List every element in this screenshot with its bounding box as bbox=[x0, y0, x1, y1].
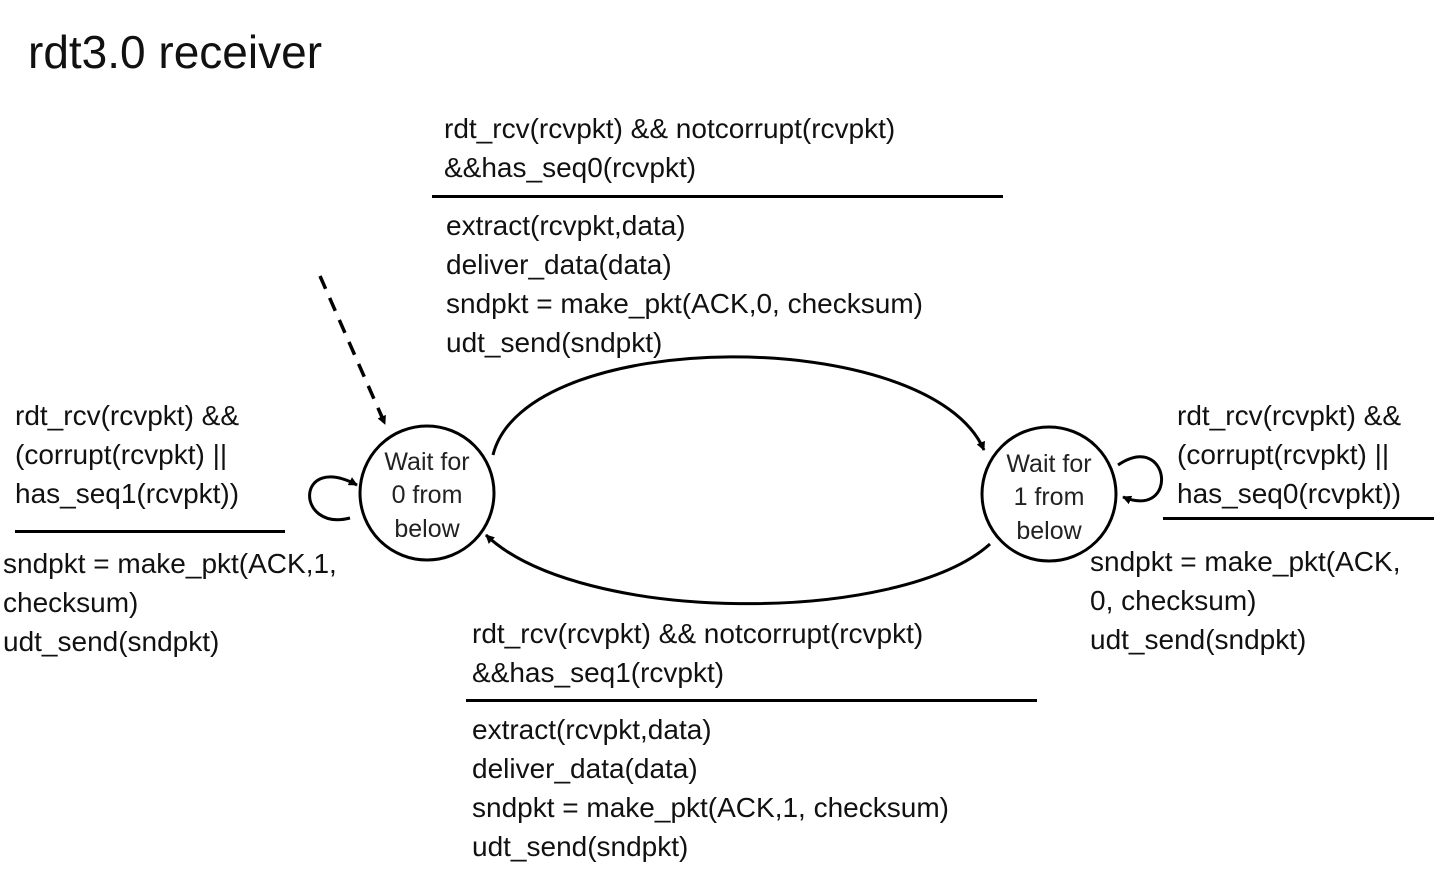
action-line: deliver_data(data) bbox=[446, 249, 672, 280]
condition-line: has_seq1(rcvpkt)) bbox=[15, 478, 240, 509]
condition-line: rdt_rcv(rcvpkt) && bbox=[1177, 400, 1402, 431]
bottom-transition-condition: rdt_rcv(rcvpkt) && notcorrupt(rcvpkt) &&… bbox=[472, 614, 923, 692]
state-wait-0-line-3: below bbox=[394, 515, 460, 543]
action-line: udt_send(sndpkt) bbox=[472, 831, 689, 862]
condition-line: (corrupt(rcvpkt) || bbox=[15, 439, 228, 470]
condition-line: &&has_seq1(rcvpkt) bbox=[472, 657, 725, 688]
action-line: checksum) bbox=[3, 587, 139, 618]
bottom-transition-divider bbox=[466, 699, 1037, 702]
state-wait-1-line-2: 1 from bbox=[1014, 483, 1085, 511]
initial-state-arrow bbox=[318, 275, 387, 425]
condition-line: rdt_rcv(rcvpkt) && notcorrupt(rcvpkt) bbox=[472, 618, 924, 649]
condition-line: rdt_rcv(rcvpkt) && notcorrupt(rcvpkt) bbox=[444, 113, 896, 144]
action-line: sndpkt = make_pkt(ACK,1, bbox=[3, 548, 337, 579]
left-self-loop-actions: sndpkt = make_pkt(ACK,1, checksum) udt_s… bbox=[3, 544, 337, 661]
state-wait-1: Wait for 1 from below bbox=[980, 425, 1118, 563]
action-line: extract(rcvpkt,data) bbox=[472, 714, 712, 745]
state-wait-0: Wait for 0 from below bbox=[358, 424, 496, 562]
state-wait-0-line-2: 0 from bbox=[392, 481, 463, 509]
action-line: udt_send(sndpkt) bbox=[3, 626, 220, 657]
left-self-loop-divider bbox=[15, 530, 285, 533]
right-self-loop-actions: sndpkt = make_pkt(ACK, 0, checksum) udt_… bbox=[1090, 542, 1400, 659]
action-line: udt_send(sndpkt) bbox=[446, 327, 663, 358]
condition-line: has_seq0(rcvpkt)) bbox=[1177, 478, 1402, 509]
action-line: udt_send(sndpkt) bbox=[1090, 624, 1307, 655]
self-loop-wait-1 bbox=[1117, 455, 1164, 505]
state-wait-1-line-1: Wait for bbox=[1006, 450, 1091, 478]
action-line: sndpkt = make_pkt(ACK, bbox=[1090, 546, 1401, 577]
bottom-transition-actions: extract(rcvpkt,data) deliver_data(data) … bbox=[472, 710, 949, 866]
right-self-loop-divider bbox=[1163, 517, 1434, 520]
condition-line: rdt_rcv(rcvpkt) && bbox=[15, 400, 240, 431]
action-line: sndpkt = make_pkt(ACK,0, checksum) bbox=[446, 288, 923, 319]
state-wait-0-line-1: Wait for bbox=[384, 448, 469, 476]
diagram-title: rdt3.0 receiver bbox=[28, 26, 323, 78]
top-transition-condition: rdt_rcv(rcvpkt) && notcorrupt(rcvpkt) &&… bbox=[444, 109, 895, 187]
right-self-loop-condition: rdt_rcv(rcvpkt) && (corrupt(rcvpkt) || h… bbox=[1177, 396, 1401, 513]
state-wait-1-line-3: below bbox=[1016, 517, 1082, 545]
transition-arrow-1-to-0 bbox=[484, 533, 992, 606]
action-line: deliver_data(data) bbox=[472, 753, 698, 784]
left-self-loop-condition: rdt_rcv(rcvpkt) && (corrupt(rcvpkt) || h… bbox=[15, 396, 239, 513]
condition-line: (corrupt(rcvpkt) || bbox=[1177, 439, 1390, 470]
top-transition-actions: extract(rcvpkt,data) deliver_data(data) … bbox=[446, 206, 923, 362]
condition-line: &&has_seq0(rcvpkt) bbox=[444, 152, 697, 183]
action-line: 0, checksum) bbox=[1090, 585, 1257, 616]
action-line: sndpkt = make_pkt(ACK,1, checksum) bbox=[472, 792, 949, 823]
self-loop-wait-0 bbox=[308, 475, 358, 522]
top-transition-divider bbox=[432, 195, 1003, 198]
transition-arrow-0-to-1 bbox=[491, 355, 986, 456]
action-line: extract(rcvpkt,data) bbox=[446, 210, 686, 241]
